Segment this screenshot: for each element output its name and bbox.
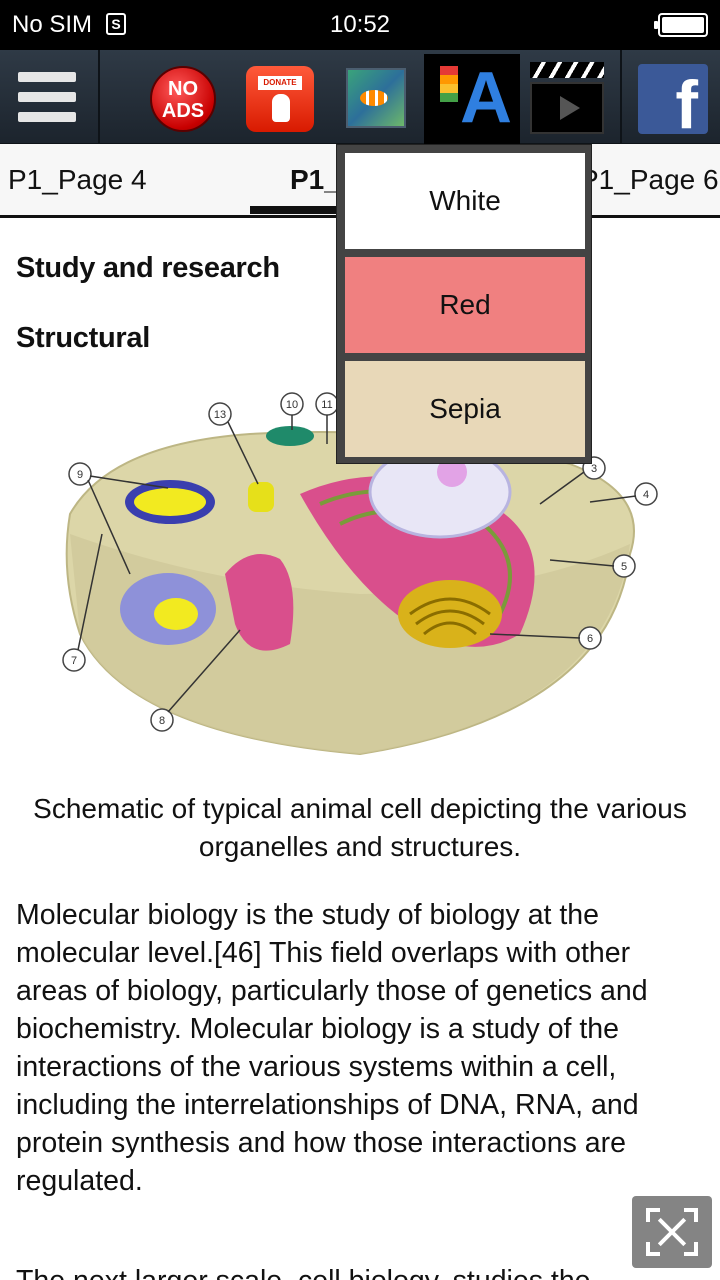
animal-cell-diagram: 13 10 11 9 3 4 5 6 7 8 — [62, 392, 658, 756]
fullscreen-toggle-icon[interactable] — [632, 1196, 712, 1268]
body-paragraph-next: The next larger scale, cell biology, stu… — [16, 1262, 706, 1280]
tab-indicator — [250, 206, 350, 214]
label-7: 7 — [71, 655, 77, 667]
color-option-white[interactable]: White — [345, 153, 585, 249]
label-9: 9 — [77, 469, 83, 481]
label-3: 3 — [591, 463, 597, 475]
video-icon[interactable] — [530, 62, 604, 134]
hamburger-menu-button[interactable] — [0, 50, 100, 144]
fish-theme-icon[interactable] — [346, 68, 406, 128]
label-10: 10 — [286, 399, 298, 411]
no-ads-icon[interactable]: NO ADS — [150, 66, 216, 132]
body-paragraph: Molecular biology is the study of biolog… — [16, 899, 648, 1197]
color-option-red[interactable]: Red — [345, 257, 585, 353]
tab-next-page[interactable]: P1_Page 6 — [580, 164, 719, 195]
label-8: 8 — [159, 715, 165, 727]
clock: 10:52 — [329, 11, 391, 38]
donate-icon[interactable]: DONATE — [246, 66, 314, 132]
sim-icon: S — [106, 13, 126, 35]
label-5: 5 — [621, 561, 627, 573]
font-size-icon[interactable]: A — [424, 54, 520, 144]
section-heading: Study and research — [16, 252, 280, 284]
facebook-icon[interactable]: f — [638, 64, 708, 134]
label-6: 6 — [587, 633, 593, 645]
battery-icon — [654, 13, 708, 37]
figure-caption: Schematic of typical animal cell depicti… — [33, 793, 687, 862]
donate-label: DONATE — [258, 76, 302, 90]
carrier-label: No SIM — [12, 11, 93, 38]
color-option-sepia[interactable]: Sepia — [345, 361, 585, 457]
background-color-dropdown: White Red Sepia — [336, 144, 592, 464]
tab-previous-page[interactable]: P1_Page 4 — [8, 164, 147, 195]
label-13: 13 — [214, 409, 226, 421]
subsection-heading: Structural — [16, 322, 150, 354]
label-4: 4 — [643, 489, 649, 501]
hand-pointer-icon — [272, 94, 290, 122]
status-bar: No SIM S 10:52 — [0, 0, 720, 50]
label-11: 11 — [321, 399, 332, 411]
app-toolbar: NO ADS DONATE A f — [0, 50, 720, 144]
